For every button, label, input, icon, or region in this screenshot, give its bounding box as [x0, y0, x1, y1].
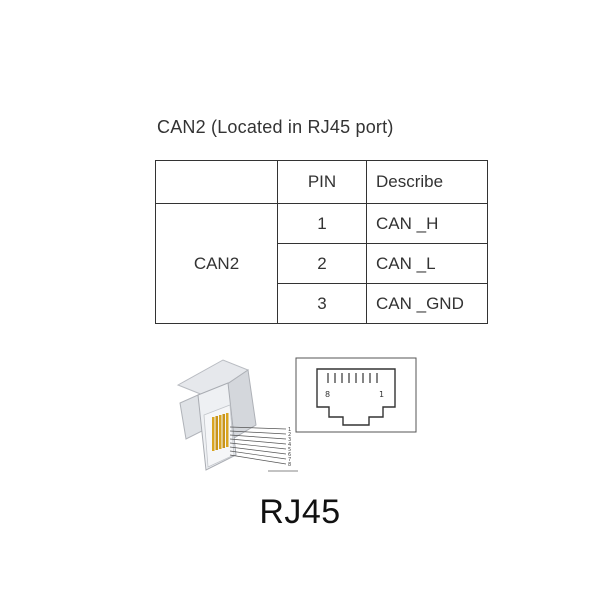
table-row: 3 CAN _GND	[156, 283, 488, 324]
header-cell-pin: PIN	[277, 160, 367, 204]
pin-describe-cell: CAN _GND	[366, 283, 488, 324]
gold-contacts	[212, 413, 229, 451]
plug-pin-label: 4	[288, 442, 291, 448]
port-pin-1-label: 1	[379, 390, 384, 399]
table-row: 2 CAN _L	[156, 243, 488, 284]
table-row: CAN2 1 CAN _H	[155, 203, 488, 324]
pin-describe-cell: CAN _L	[366, 243, 488, 284]
plug-pin-label: 3	[288, 437, 291, 443]
plug-pin-label: 2	[288, 432, 291, 438]
header-cell-describe: Describe	[366, 160, 488, 204]
section-heading: CAN2 (Located in RJ45 port)	[157, 117, 394, 137]
pin-number-cell: 1	[277, 203, 367, 244]
plug-pin-label: 1	[288, 427, 291, 433]
pin-describe-cell: CAN _H	[366, 203, 488, 244]
pin-table: PIN Describe CAN2 1 CAN _H 2 CAN _L 3 CA…	[155, 160, 488, 324]
header-cell-empty	[155, 160, 278, 204]
port-pin-8-label: 8	[325, 390, 330, 399]
plug-pin-label: 7	[288, 457, 291, 463]
pin-number-cell: 2	[277, 243, 367, 284]
group-label-cell: CAN2	[155, 203, 278, 324]
pin-number-cell: 3	[277, 283, 367, 324]
plug-pin-label: 5	[288, 447, 291, 453]
plug-pin-label: 6	[288, 452, 291, 458]
table-header-row: PIN Describe	[155, 160, 488, 204]
plug-pin-label: 8	[288, 462, 291, 468]
rj45-caption: RJ45	[259, 493, 341, 531]
rj45-plug-image: 1 2 3 4 5 6 7 8	[176, 359, 298, 472]
rj45-port-diagram: 8 1	[295, 357, 417, 433]
